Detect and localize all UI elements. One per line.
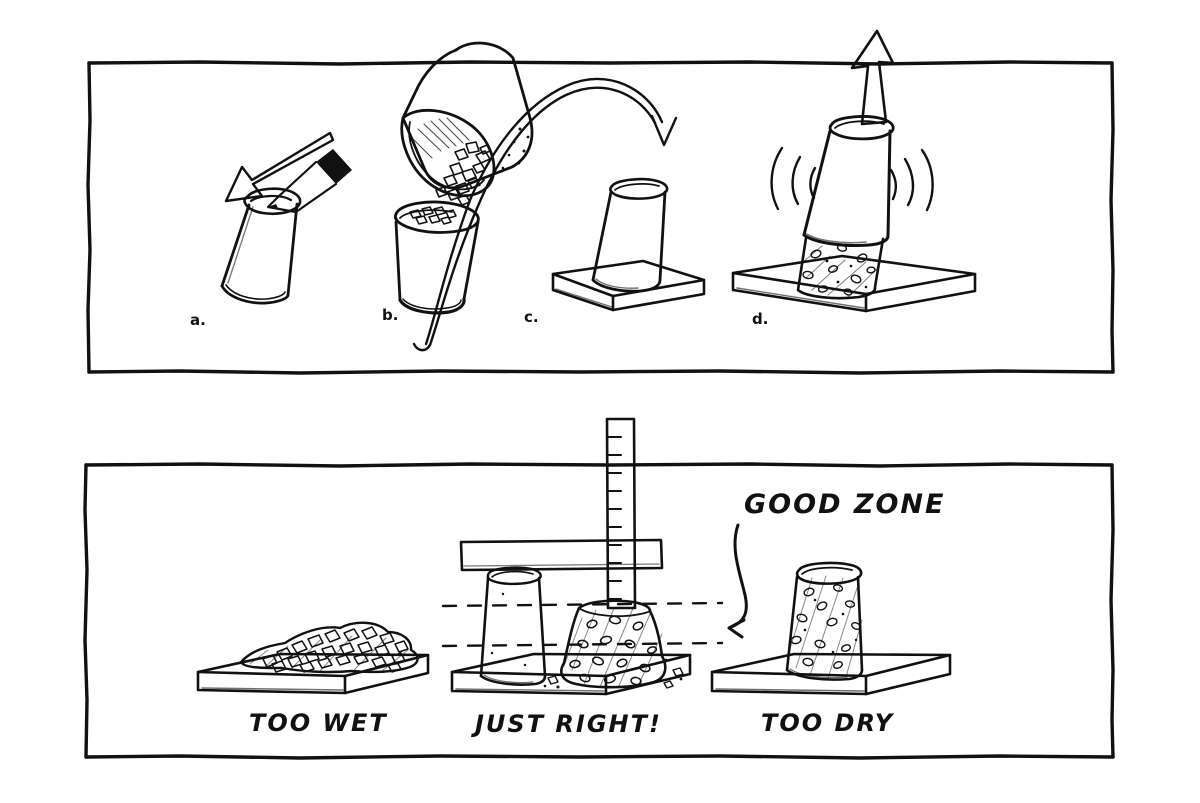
down-arrow-a <box>224 131 335 203</box>
result-label-too-wet: TOO WET <box>249 709 388 737</box>
board-just-right <box>450 652 692 696</box>
straight-edge-bar <box>459 538 664 572</box>
result-too-wet: TOO WET <box>196 621 430 737</box>
inverted-cone-c <box>591 177 669 293</box>
receiving-cone-b <box>394 200 480 315</box>
step-label-c: c. <box>524 308 539 326</box>
reference-cone <box>479 566 547 686</box>
result-too-dry: TOO DRY <box>710 561 952 737</box>
step-a-group: a. <box>190 131 352 329</box>
concrete-column-d <box>796 236 885 300</box>
marker-pen-a <box>266 149 352 214</box>
board-too-dry <box>710 652 952 696</box>
result-label-too-dry: TOO DRY <box>761 709 895 737</box>
board-c <box>551 259 706 312</box>
step-d-group: d. <box>731 29 977 328</box>
board-too-wet <box>196 652 430 695</box>
step-label-b: b. <box>382 306 398 324</box>
result-label-just-right: JUST RIGHT! <box>471 710 662 738</box>
results-panel-frame <box>83 462 1115 760</box>
slump-ruler <box>605 417 637 610</box>
shake-lines-right-d <box>889 148 934 212</box>
dry-cone-shape <box>785 561 864 681</box>
lifting-cone-d <box>802 115 895 247</box>
step-b-group: b. <box>382 41 534 324</box>
step-label-a: a. <box>190 311 206 329</box>
good-zone-band <box>441 601 724 648</box>
procedure-panel-frame <box>86 60 1115 375</box>
step-label-d: d. <box>752 310 768 328</box>
slumped-concrete <box>543 599 684 689</box>
wet-spread-pile <box>239 621 419 674</box>
board-d <box>731 254 977 313</box>
good-zone-label: GOOD ZONE <box>744 489 945 520</box>
good-zone-annotation: GOOD ZONE <box>727 489 945 639</box>
result-just-right: JUST RIGHT! <box>450 417 692 738</box>
step-c-group: c. <box>412 77 706 352</box>
pouring-bucket-b <box>400 41 534 206</box>
flip-arrow-c <box>412 77 678 352</box>
up-arrow-d <box>850 29 895 126</box>
